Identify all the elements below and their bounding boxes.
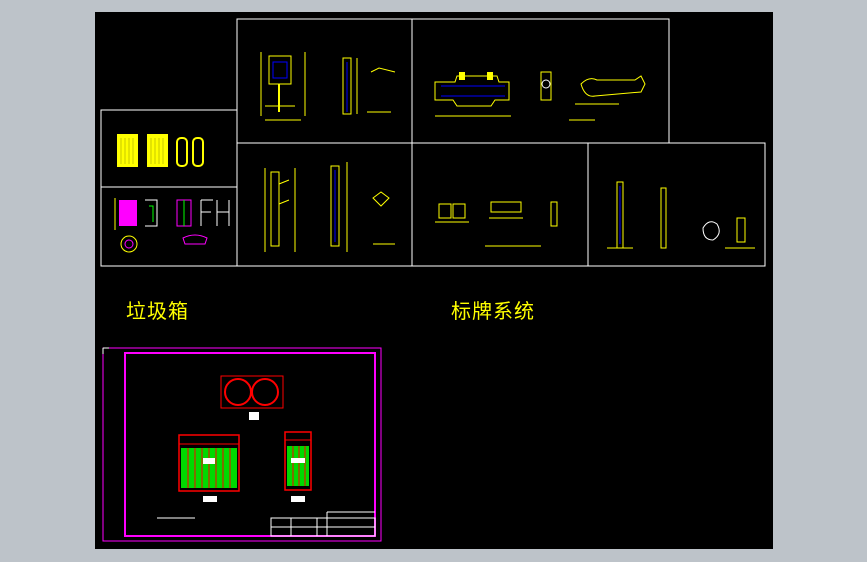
frame-sign-bottom-1 xyxy=(236,142,413,267)
cad-drawing-canvas[interactable]: 垃圾箱 标牌系统 xyxy=(95,12,773,549)
frame-sign-top-1 xyxy=(236,18,413,144)
frame-sign-bottom-2 xyxy=(411,142,589,267)
sign-detail-2 xyxy=(434,71,646,121)
inner-sheet-border xyxy=(124,352,376,537)
sign-detail-3 xyxy=(264,162,395,252)
sign-detail-5 xyxy=(607,181,755,249)
bin-section-views xyxy=(114,198,230,253)
bin-elevation-views xyxy=(117,134,204,167)
signage-system-label: 标牌系统 xyxy=(451,299,535,323)
bin-assembly-sheet xyxy=(102,347,382,542)
title-block xyxy=(270,511,376,537)
sign-detail-1 xyxy=(260,52,396,121)
corner-marker xyxy=(102,347,109,354)
cad-drawing xyxy=(100,18,766,542)
sign-detail-4 xyxy=(435,201,558,247)
trash-bin-label: 垃圾箱 xyxy=(126,299,189,323)
frame-sign-bottom-3 xyxy=(587,142,766,267)
outer-sheet-border xyxy=(102,347,382,542)
sheet-frames xyxy=(100,18,766,267)
